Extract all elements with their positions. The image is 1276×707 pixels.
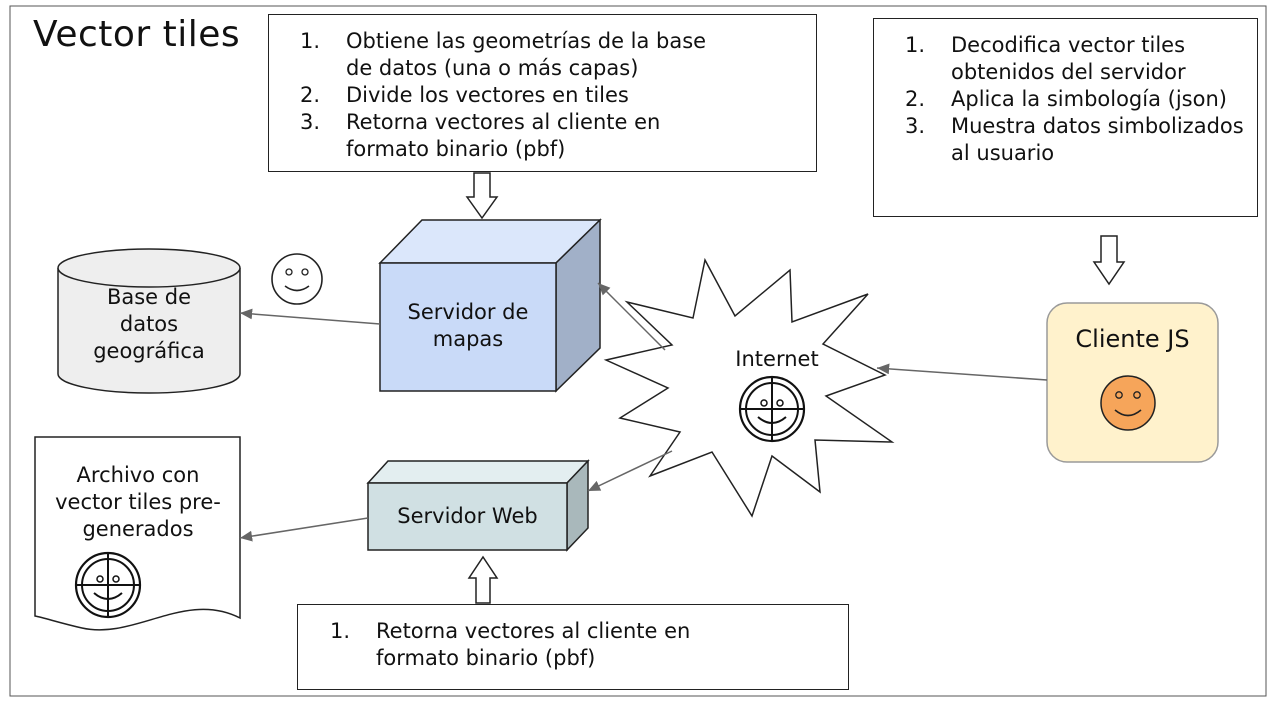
client-label: Cliente JS — [1075, 325, 1190, 353]
client-smiley-icon — [1100, 375, 1156, 431]
list-item: 3.Retorna vectores al cliente en formato… — [300, 110, 661, 161]
arrow-internet-to-webserver — [587, 450, 673, 492]
list-item: 1.Retorna vectores al cliente en formato… — [330, 619, 691, 670]
file-label: Archivo con vector tiles pre-generados — [55, 463, 221, 541]
internet-label: Internet — [735, 347, 819, 371]
list-item: 2.Divide los vectores en tiles — [300, 83, 629, 107]
list-item: 1.Decodifica vector tiles obtenidos del … — [905, 33, 1186, 84]
hollow-arrow-down-to-mapserver — [465, 172, 499, 220]
web-steps-list: 1.Retorna vectores al cliente en formato… — [330, 618, 750, 672]
map-server-cube — [378, 218, 602, 393]
hollow-arrow-up-to-webserver — [467, 555, 499, 604]
list-item: 3.Muestra datos simbolizados al usuario — [905, 114, 1244, 165]
database-cylinder — [57, 248, 241, 394]
arrow-webserver-to-file — [239, 517, 369, 542]
web-steps-box — [297, 604, 849, 690]
hollow-arrow-down-to-client — [1092, 235, 1126, 286]
database-label: Base de datos geográfica — [93, 285, 205, 363]
outer-frame — [9, 5, 1267, 697]
server-steps-list: 1.Obtiene las geometrías de la base de d… — [300, 28, 720, 163]
map-server-label: Servidor de mapas — [407, 300, 529, 351]
client-steps-list: 1.Decodifica vector tiles obtenidos del … — [905, 32, 1245, 167]
diagram-title: Vector tiles — [33, 14, 241, 55]
list-item: 2.Aplica la simbología (json) — [905, 87, 1227, 111]
smiley-face-icon — [271, 253, 323, 305]
crosshair-smiley-icon — [74, 551, 142, 619]
web-server-cube — [366, 459, 590, 552]
arrow-mapserver-to-db — [239, 308, 381, 325]
arrow-internet-to-mapserver — [597, 282, 666, 351]
crosshair-smiley-icon — [738, 375, 806, 443]
client-steps-box — [873, 18, 1258, 217]
arrow-client-to-internet — [876, 363, 1048, 381]
web-server-label: Servidor Web — [397, 504, 538, 528]
list-item: 1.Obtiene las geometrías de la base de d… — [300, 29, 707, 80]
server-steps-box — [268, 14, 817, 172]
